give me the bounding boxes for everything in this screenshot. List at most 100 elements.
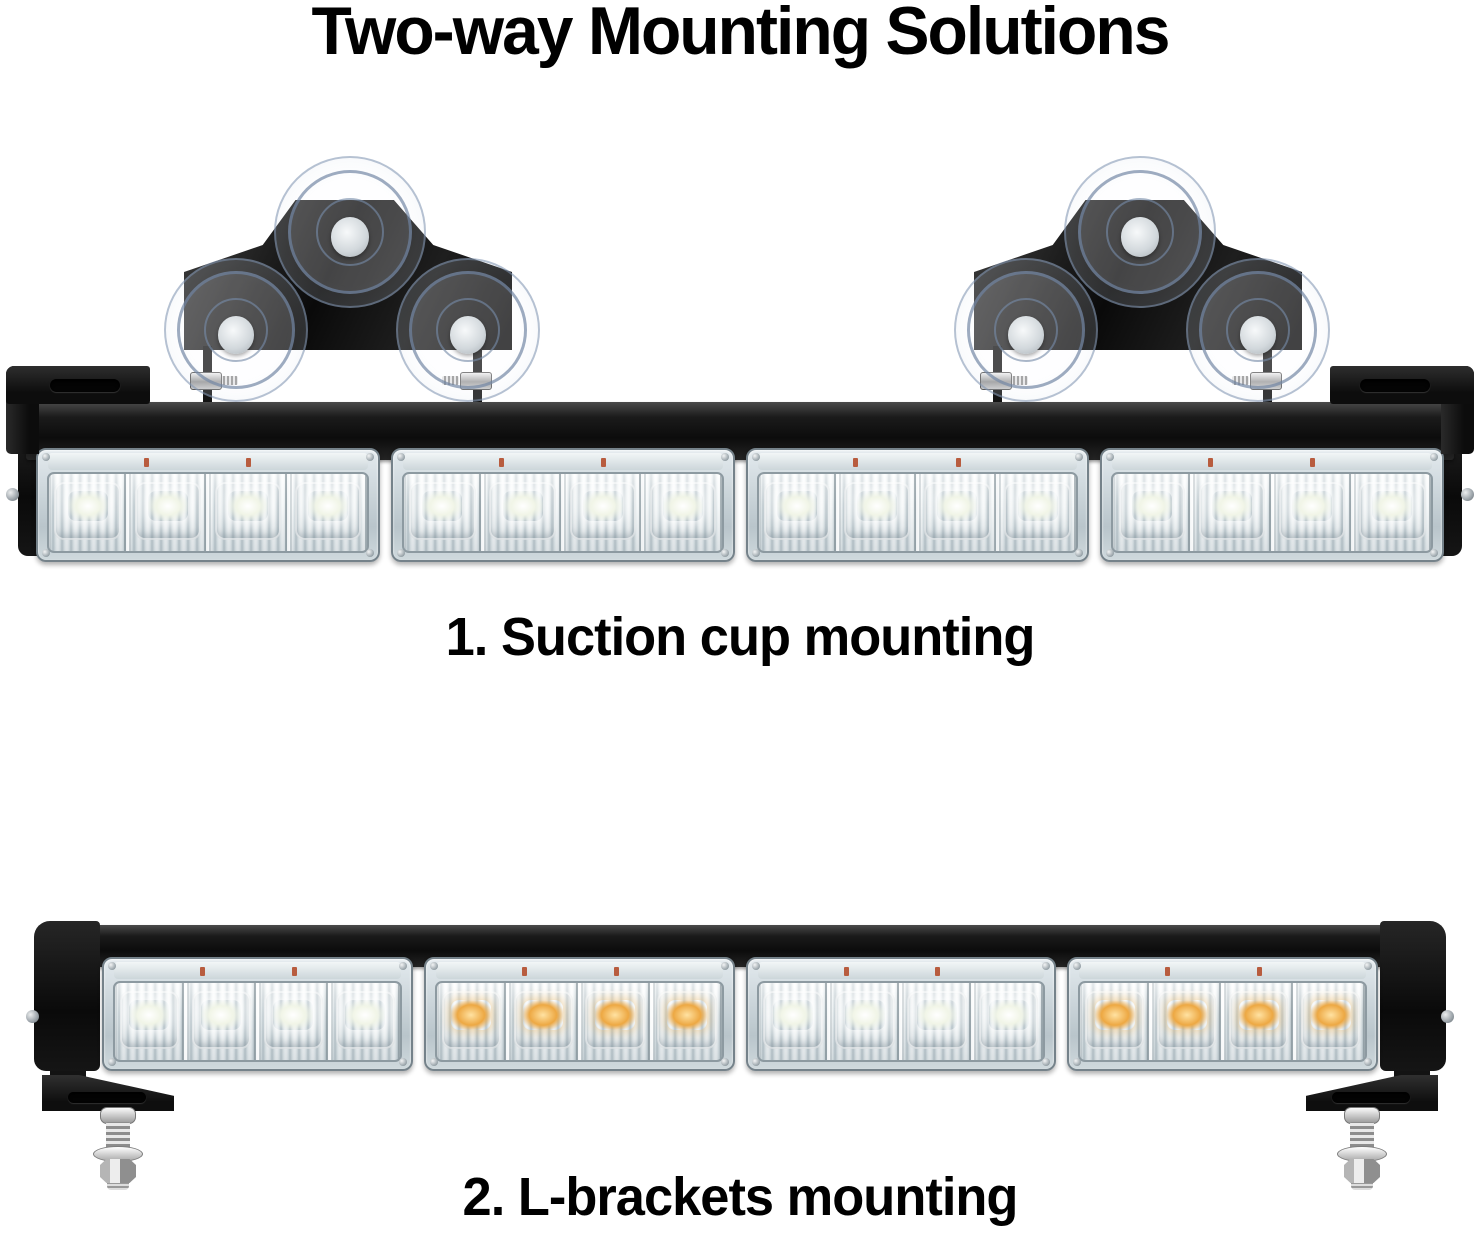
lens-corner-screw xyxy=(1430,549,1438,557)
led-chip-white xyxy=(201,1000,242,1031)
suction-cup-mount-right xyxy=(954,150,1330,416)
led-chip-white xyxy=(662,491,703,522)
lens-corner-screw xyxy=(1075,453,1084,461)
led-chip-white xyxy=(67,491,108,522)
lens-corner-screw xyxy=(42,453,50,461)
top-light-bar xyxy=(0,360,1480,570)
module-pcb xyxy=(114,962,401,979)
led-chip-amber xyxy=(451,1000,492,1031)
bar-endcap-left xyxy=(34,921,100,1071)
lens-section xyxy=(129,474,210,551)
led-chip-white xyxy=(1372,491,1413,522)
led-module-white xyxy=(745,448,1090,562)
lens-corner-screw xyxy=(1073,962,1082,970)
led-chip-white xyxy=(1131,491,1172,522)
led-chip-white xyxy=(777,491,818,522)
lens-section xyxy=(1354,474,1431,551)
led-chip-white xyxy=(772,1000,813,1031)
lens-corner-screw xyxy=(751,962,760,970)
lens-corner-screw xyxy=(751,1058,760,1066)
led-chip-amber xyxy=(1310,1000,1351,1031)
lens-section xyxy=(209,474,290,551)
led-module-amber xyxy=(423,957,735,1071)
lens-section xyxy=(999,474,1076,551)
led-chip-white xyxy=(147,491,188,522)
led-chip-amber xyxy=(667,1000,708,1031)
lens-section xyxy=(1152,983,1225,1060)
lens-corner-screw xyxy=(1106,549,1115,557)
mounting-bolt-right xyxy=(1334,1107,1390,1203)
l-bracket-foot-left xyxy=(42,1075,174,1111)
led-chip-white xyxy=(1017,491,1058,522)
module-lens xyxy=(434,981,724,1062)
lens-corner-screw xyxy=(1042,1058,1051,1066)
bracket-slot xyxy=(68,1092,146,1103)
lens-corner-screw xyxy=(720,962,729,970)
lens-section xyxy=(919,474,1000,551)
module-pcb xyxy=(757,453,1078,470)
bracket-slot xyxy=(1360,379,1430,392)
lens-section xyxy=(644,474,721,551)
led-chip-white xyxy=(937,491,978,522)
led-chip-white xyxy=(916,1000,957,1031)
bolt-nut xyxy=(1344,1159,1380,1183)
end-screw xyxy=(1461,488,1474,501)
lens-section xyxy=(331,983,400,1060)
led-module-white xyxy=(390,448,735,562)
led-chip-amber xyxy=(595,1000,636,1031)
led-modules-row xyxy=(102,957,1378,1071)
lens-corner-screw xyxy=(396,549,405,557)
led-module-white xyxy=(36,448,380,562)
led-chip-amber xyxy=(1166,1000,1207,1031)
module-lens xyxy=(756,981,1046,1062)
bolt-tip xyxy=(1351,1181,1373,1190)
lens-corner-screw xyxy=(751,453,760,461)
lens-corner-screw xyxy=(1364,962,1372,970)
led-chip-white xyxy=(988,1000,1029,1031)
lens-section xyxy=(581,983,653,1060)
lens-section xyxy=(259,983,331,1060)
lens-section xyxy=(759,474,839,551)
module-lens xyxy=(756,472,1079,553)
lens-section xyxy=(759,983,831,1060)
lens-corner-screw xyxy=(398,962,407,970)
lens-corner-screw xyxy=(1106,453,1115,461)
lens-corner-screw xyxy=(429,962,438,970)
lens-corner-screw xyxy=(398,1058,407,1066)
lens-section xyxy=(830,983,903,1060)
lens-section xyxy=(1296,983,1365,1060)
bottom-light-bar xyxy=(0,905,1480,1215)
module-lens xyxy=(401,472,724,553)
lens-section xyxy=(437,983,509,1060)
module-pcb xyxy=(435,962,723,979)
lens-section xyxy=(1224,983,1297,1060)
lens-corner-screw xyxy=(108,1058,116,1066)
lens-section xyxy=(1113,474,1194,551)
led-chip-white xyxy=(844,1000,885,1031)
lens-corner-screw xyxy=(1073,1058,1082,1066)
led-chip-white xyxy=(857,491,898,522)
module-pcb xyxy=(402,453,723,470)
led-chip-white xyxy=(227,491,268,522)
led-chip-white xyxy=(345,1000,386,1031)
lens-section xyxy=(484,474,565,551)
led-chip-white xyxy=(129,1000,170,1031)
module-lens xyxy=(1078,981,1367,1062)
led-modules-row xyxy=(36,448,1444,562)
lens-section xyxy=(1080,983,1153,1060)
led-module-white xyxy=(102,957,413,1071)
lens-section xyxy=(839,474,919,551)
end-screw xyxy=(1441,1010,1454,1023)
lens-corner-screw xyxy=(365,549,374,557)
module-lens xyxy=(47,472,369,553)
lens-section xyxy=(902,983,975,1060)
suction-cup xyxy=(396,258,540,402)
module-lens xyxy=(1111,472,1433,553)
lens-corner-screw xyxy=(720,549,729,557)
module-pcb xyxy=(1112,453,1432,470)
bar-endcap-right xyxy=(1380,921,1446,1071)
l-bracket-top-right-plate xyxy=(1330,366,1474,404)
caption-suction-mounting: 1. Suction cup mounting xyxy=(445,607,1036,667)
l-bracket-top-left-plate xyxy=(6,366,150,404)
led-chip-white xyxy=(422,491,463,522)
